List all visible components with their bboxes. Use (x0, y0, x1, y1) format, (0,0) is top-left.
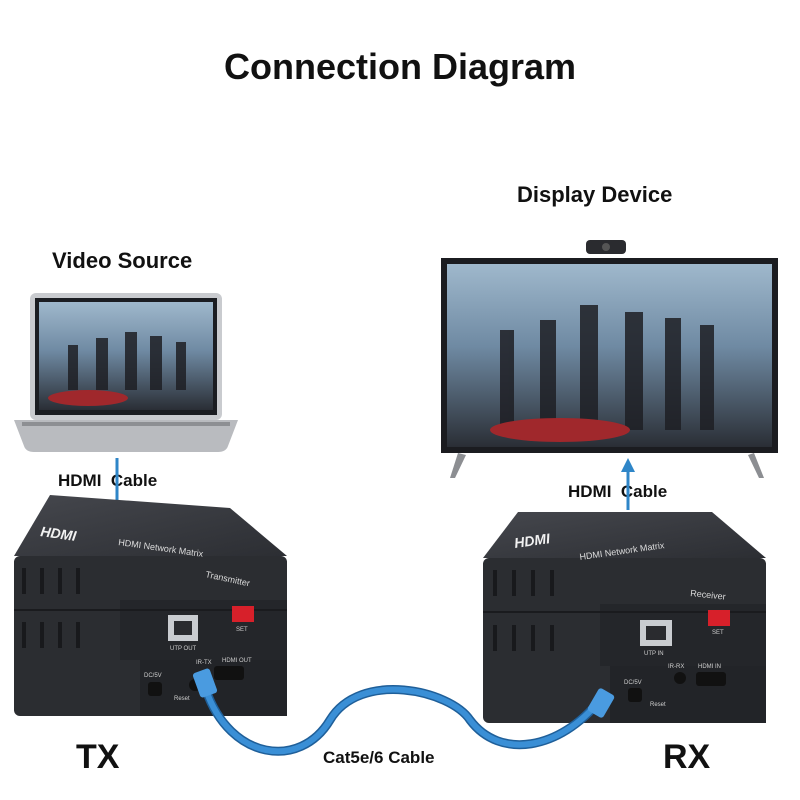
page-title: Connection Diagram (223, 46, 577, 87)
rx-port-label: IR-RX (668, 664, 684, 670)
tx-label: TX (76, 738, 120, 776)
hdmi-cable-label-right: HDMI Cable (568, 482, 668, 501)
rx-port-label: UTP IN (644, 651, 664, 657)
rx-port-label: HDMI IN (698, 664, 721, 670)
tx-port-label: SET (236, 627, 248, 633)
tx-port-label: IR-TX (196, 660, 212, 666)
tx-port-label: HDMI OUT (222, 658, 252, 664)
display-device-label: Display Device (517, 182, 673, 207)
tv-icon (441, 240, 778, 478)
network-cable-label: Cat5e/6 Cable (323, 748, 435, 767)
rx-role-label: Receiver (690, 588, 726, 602)
rx-port-label: DC/5V (624, 680, 642, 686)
rx-hdmi-logo: HDMI (513, 530, 552, 551)
laptop-icon (14, 293, 238, 452)
rx-port-label: Reset (650, 702, 666, 708)
tx-hdmi-logo: HDMI (40, 523, 79, 544)
receiver-unit (483, 512, 766, 723)
tx-port-label: Reset (174, 696, 190, 702)
tx-port-label: DC/5V (144, 673, 162, 679)
video-source-label: Video Source (52, 248, 193, 273)
tx-port-label: UTP OUT (170, 646, 197, 652)
hdmi-arrow-up (621, 458, 635, 510)
network-cable (192, 668, 615, 756)
hdmi-cable-label-left: HDMI Cable (58, 471, 158, 490)
rx-port-label: SET (712, 630, 724, 636)
rx-label: RX (663, 738, 711, 776)
